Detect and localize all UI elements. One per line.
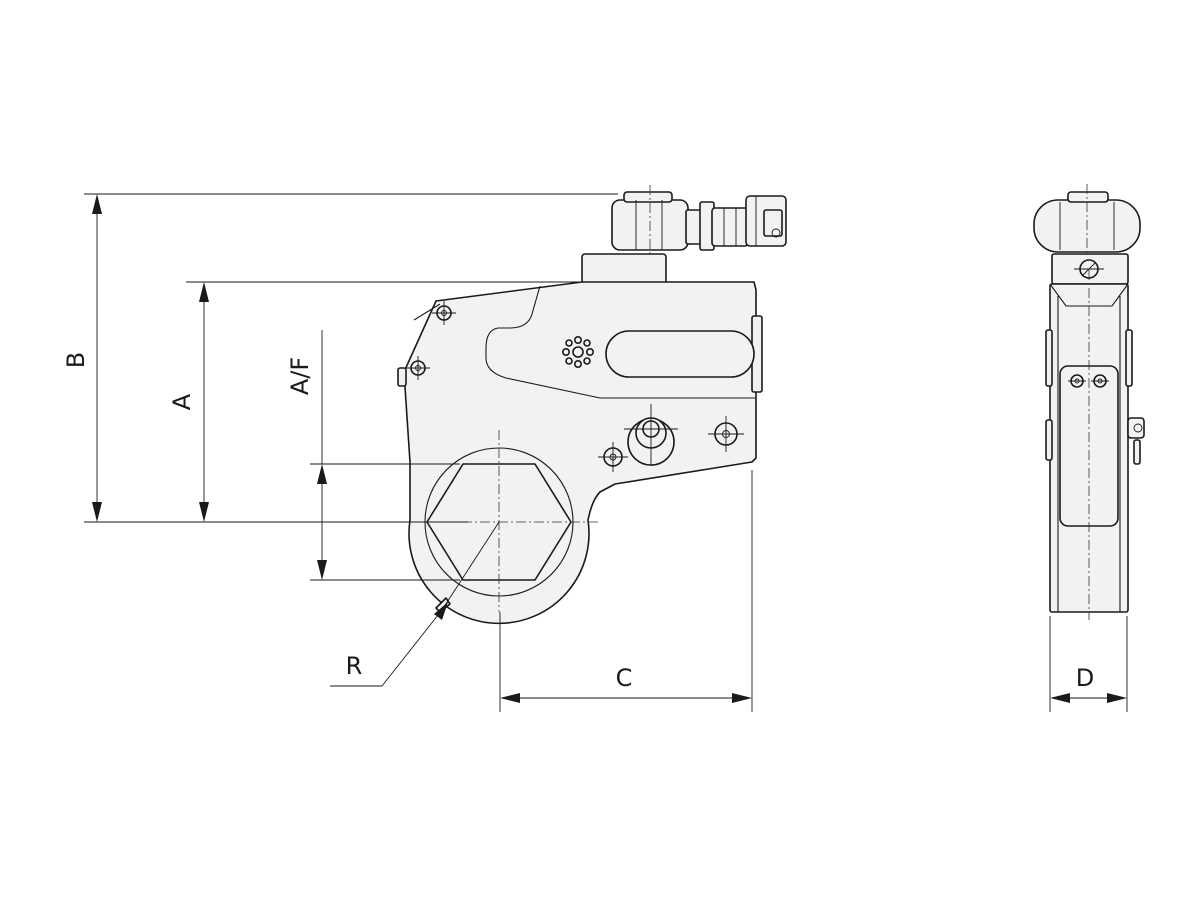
grease-fitting-cluster: [561, 335, 594, 368]
front-release-pin: [1127, 417, 1145, 465]
housing-screws: [406, 301, 744, 472]
cylinder-cover: [485, 285, 756, 399]
reaction-nub: [397, 367, 407, 387]
front-clip-screws: [1068, 374, 1109, 388]
dimension-d-label: D: [1076, 664, 1094, 692]
swivel-coupling: [611, 185, 787, 262]
drive-block: [581, 253, 667, 285]
dimension-af-label: A/F: [286, 357, 314, 395]
dimension-af: [310, 330, 460, 581]
dimension-r: [330, 521, 500, 687]
dimension-r-label: R: [346, 652, 363, 680]
dimension-c: [499, 470, 753, 712]
dimension-a: [186, 281, 582, 522]
dimension-b-label: B: [62, 352, 90, 368]
dimension-b: [84, 193, 618, 523]
front-swivel: [1033, 184, 1141, 262]
adjustment-slot: [605, 330, 755, 378]
release-button: [624, 404, 678, 466]
dimension-d: [1049, 616, 1128, 712]
front-view: D: [1033, 184, 1145, 712]
dimension-a-label: A: [168, 393, 196, 410]
side-view: B A A/F R: [62, 185, 787, 712]
dimension-c-label: C: [616, 664, 633, 692]
